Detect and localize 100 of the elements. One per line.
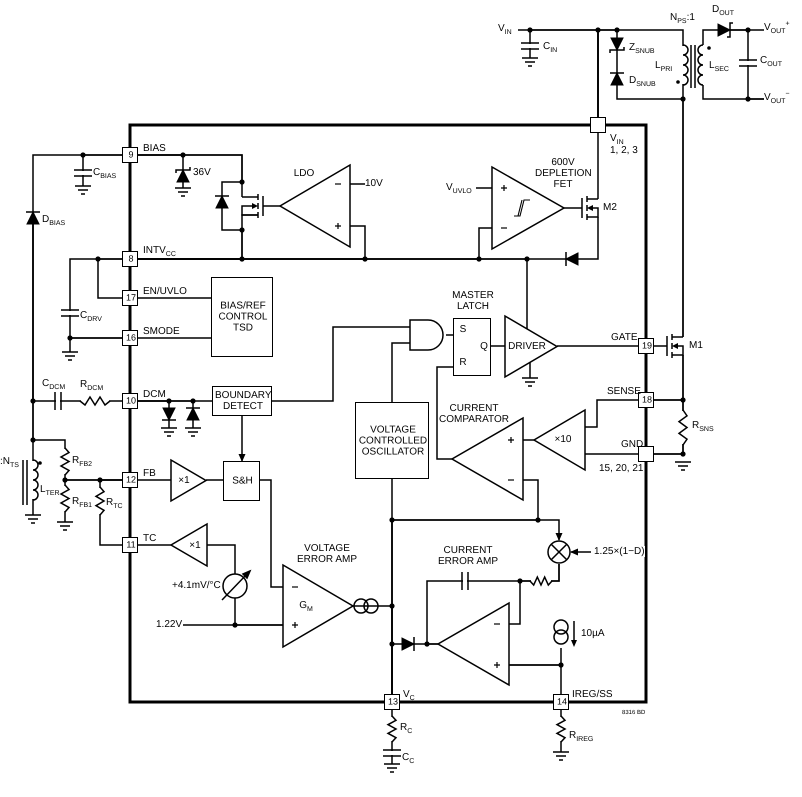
wire [138,400,194,408]
function-block [223,461,260,501]
component-label: R$_{TC}$ [106,497,123,508]
component-label: L$_{PRI}$ [655,60,672,71]
wire [183,624,283,626]
signal-label: 1.22V [156,619,182,630]
wire [578,217,599,260]
wire [585,399,638,428]
latch-output-label: Q [480,341,488,352]
component-label: R$_{C}$ [400,722,412,733]
wire [138,479,171,481]
component-label: Z$_{SNUB}$ [629,42,655,53]
pin-label: 15, 20, 21 [599,463,644,474]
pin-number: 13 [388,696,398,708]
wire [616,50,618,73]
pin-label: 1, 2, 3 [610,145,638,156]
component-label: 10µA [581,628,605,639]
block-label: ×1 [189,540,201,551]
wire [446,334,453,336]
wire [391,710,393,764]
wire [138,544,171,546]
component-label: N$_{PS}$:1 [670,12,695,23]
pin-number: 10 [126,396,136,406]
pin-label: INTV$_{CC}$ [143,245,176,256]
component-label: C$_{DRV}$ [80,310,102,321]
wire [509,648,562,666]
wire [476,187,492,189]
latch-input-label: S [460,324,466,335]
wire [597,133,599,199]
wire [391,643,402,694]
wire [272,326,410,402]
component-label: M2 [603,202,617,213]
component-label: 36V [193,167,211,178]
component-label: R$_{SNS}$ [692,420,714,431]
component-label: D$_{OUT}$ [712,4,734,15]
pin-label: V$_{C}$ [403,689,415,700]
component-label: +4.1mV/°C [172,580,221,591]
wire [654,345,667,347]
pin-number: 9 [128,150,134,160]
block-label: DRIVER [508,341,546,352]
pin-label: BIAS [143,143,166,154]
component-label: :N$_{TS}$ [0,456,19,467]
wire [350,183,365,185]
pin-label: GATE [611,332,638,343]
signal-label: V$_{UVLO}$ [446,182,472,193]
pin-label: EN/UVLO [143,286,187,297]
wire [263,205,280,207]
component-label: D$_{BIAS}$ [42,214,66,225]
wire [564,207,582,209]
wire [82,154,122,186]
block-label: ×10 [554,434,572,445]
block-title: VOLTAGE ERROR AMP [296,543,358,565]
wire [702,29,718,45]
pin-label: V$_{IN}$ [610,133,624,144]
pin-number: 11 [126,540,136,550]
wire [529,362,531,378]
edge-label: 1.25×(1−D) [594,546,645,557]
wire [557,345,638,347]
pin-label: SMODE [143,326,180,337]
pin-number: 8 [128,254,134,264]
pin-label: SENSE [607,386,641,397]
wire [436,366,453,460]
block-label: ×1 [178,475,190,486]
component-label: L$_{SEC}$ [709,60,729,71]
wire [391,342,410,402]
pin-label: FB [143,468,156,479]
block-label: G$_{M}$ [299,600,313,611]
block-title: CURRENT COMPARATOR [438,403,510,425]
wire [491,345,505,347]
pin-label: DCM [143,389,166,400]
arrow [570,548,591,556]
pin-number: 18 [642,394,652,406]
pin-label: TC [143,533,156,544]
block-label: BOUNDARY DETECT [215,390,271,412]
wire [426,564,560,645]
arrow [238,416,246,462]
wire [260,479,283,588]
block-title: MASTER LATCH [451,290,495,312]
wire [32,224,34,515]
component-label: R$_{FB2}$ [72,455,92,466]
component-label: M1 [689,340,703,351]
wire [560,710,562,752]
function-block [355,402,429,479]
pin-number: 14 [557,696,567,708]
component-label: R$_{IREG}$ [569,730,594,741]
wire [138,337,211,339]
wire [702,85,764,100]
component-label: R$_{FB1}$ [72,496,92,507]
pin-number: 19 [642,340,652,352]
wire [616,85,684,337]
signal-label: V$_{IN}$ [498,23,512,34]
wire [585,453,638,455]
block-title: LDO [294,168,314,179]
wire [138,297,211,299]
function-block [211,277,273,357]
wire [64,479,122,522]
block-title: CURRENT ERROR AMP [436,545,499,567]
latch-input-label: R [459,357,467,368]
component-label: C$_{C}$ [402,752,414,763]
component-label: C$_{IN}$ [543,41,558,52]
